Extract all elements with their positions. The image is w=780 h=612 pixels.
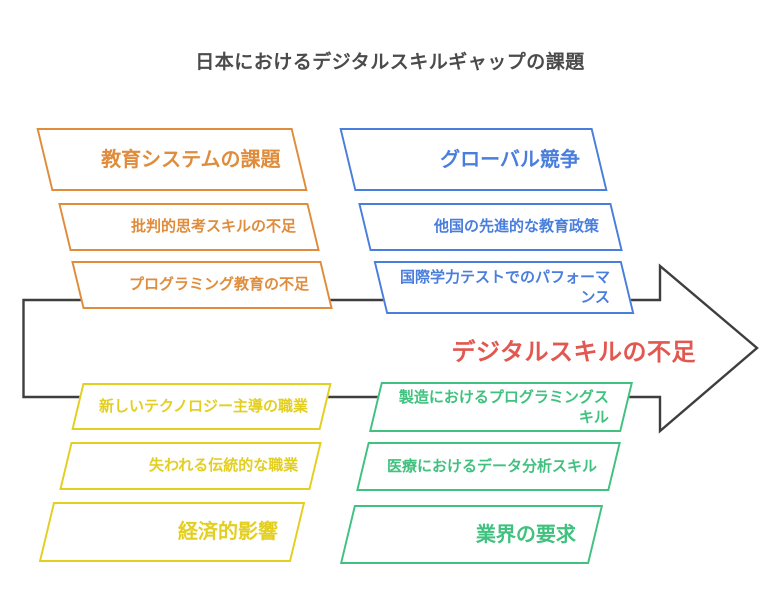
item-foreign-education-policy: 他国の先進的な教育政策 [358,203,623,251]
item-label: 医療におけるデータ分析スキル [386,457,597,475]
group-header-industry-demand: 業界の要求 [339,505,604,564]
item-manufacturing-programming: 製造におけるプログラミングス キル [368,382,634,432]
group-header-label: 業界の要求 [476,523,576,546]
group-header-global-competition: グローバル競争 [339,128,608,191]
group-header-education: 教育システムの課題 [36,128,308,191]
group-header-economic-impact: 経済的影響 [38,502,306,562]
item-programming-education: プログラミング教育の不足 [71,261,333,309]
item-lost-traditional-jobs: 失われる伝統的な職業 [59,442,322,490]
item-international-test-performance: 国際学力テストでのパフォーマ ンス [373,261,635,314]
item-label: 批判的思考スキルの不足 [130,218,296,236]
item-label: 国際学力テストでのパフォーマ ンス [399,269,610,306]
item-new-tech-jobs: 新しいテクノロジー主導の職業 [71,383,332,430]
item-label: 新しいテクノロジー主導の職業 [98,397,308,415]
diagram-title: 日本におけるデジタルスキルギャップの課題 [195,52,585,73]
group-header-label: グローバル競争 [440,148,580,171]
center-label-digital-skills-shortage: デジタルスキルの不足 [451,339,696,366]
group-header-label: 経済的影響 [178,521,278,543]
item-medical-data-analysis: 医療におけるデータ分析スキル [356,442,621,491]
item-label: 失われる伝統的な職業 [148,457,298,475]
item-label: 製造におけるプログラミングス キル [398,388,609,426]
item-label: プログラミング教育の不足 [128,276,309,294]
item-label: 他国の先進的な教育政策 [433,218,599,236]
group-header-label: 教育システムの課題 [100,148,280,171]
item-critical-thinking: 批判的思考スキルの不足 [58,203,320,251]
